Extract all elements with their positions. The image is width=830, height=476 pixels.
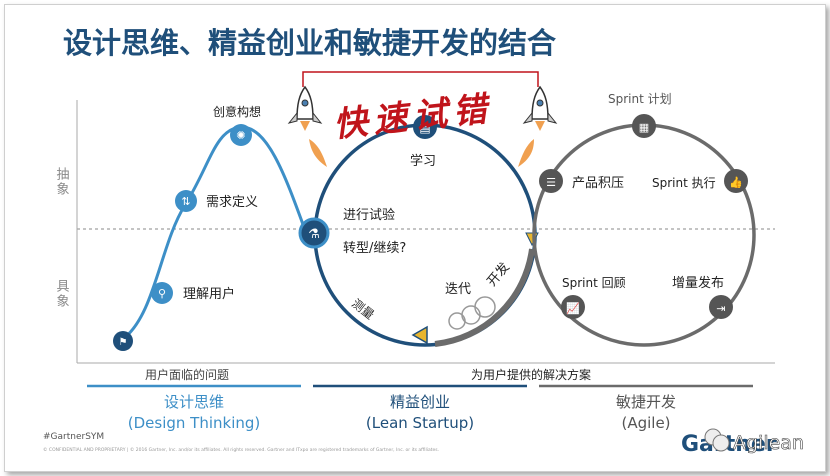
axis-label-concrete: 具象 (54, 279, 70, 309)
label-sprint-exec: Sprint 执行 (652, 176, 716, 190)
node-retro: 📈 (561, 295, 585, 319)
node-release: ⇥ (709, 295, 733, 319)
watermark: Agilean (704, 428, 804, 454)
lightbulb-icon: ✺ (236, 129, 245, 142)
split-arrows-icon: ⇅ (181, 195, 190, 208)
label-ls-en: (Lean Startup) (366, 414, 474, 432)
label-retro: Sprint 回顾 (562, 276, 626, 290)
node-backlog: ☰ (539, 169, 563, 193)
label-experiment: 进行试验 (343, 207, 395, 223)
pin-icon: ⚲ (158, 287, 166, 300)
label-backlog: 产品积压 (572, 176, 624, 191)
node-sprint-exec: 👍 (724, 169, 748, 193)
label-ls-cn: 精益创业 (390, 393, 450, 411)
node-experiment: ⚗ (298, 217, 330, 249)
label-ideation: 创意构想 (213, 104, 261, 119)
flask-icon: ⚗ (308, 227, 320, 242)
label-learn: 学习 (410, 153, 436, 169)
list-icon: ☰ (546, 176, 556, 189)
rocket-right-icon (518, 85, 558, 167)
label-develop: 开发 (484, 259, 513, 289)
node-learn: ▤ (413, 115, 437, 139)
watermark-text: Agilean (733, 432, 804, 454)
iteration-loops (448, 296, 496, 330)
label-user-solution: 为用户提供的解决方案 (471, 367, 591, 382)
node-start: ⚑ (113, 331, 133, 351)
footer-fine-print: © CONFIDENTIAL AND PROPRIETARY | © 2016 … (43, 446, 439, 453)
export-icon: ⇥ (716, 302, 725, 315)
node-define-needs: ⇅ (175, 190, 197, 212)
flag-icon: ⚑ (119, 337, 128, 348)
label-understand-users: 理解用户 (183, 286, 235, 302)
label-ag-en: (Agile) (621, 414, 670, 432)
label-iterate: 迭代 (445, 282, 471, 297)
label-define-needs: 需求定义 (206, 195, 258, 210)
arrow-marker-bottom (411, 325, 428, 345)
axis-label-abstract: 抽象 (54, 167, 70, 197)
label-release: 增量发布 (672, 275, 724, 291)
annotation-bracket (302, 71, 539, 87)
node-ideation: ✺ (230, 124, 252, 146)
clipboard-icon: ▦ (639, 121, 649, 134)
slide-frame: 设计思维、精益创业和敏捷开发的结合 抽象 具象 ⚲ 理解用户 ⇅ 需求定义 ✺ … (4, 4, 826, 472)
label-user-problem: 用户面临的问题 (145, 367, 229, 382)
annotation-rapid-trial: 快速试错 (332, 89, 495, 146)
label-pivot: 转型/继续? (343, 241, 406, 256)
label-dt-cn: 设计思维 (164, 393, 224, 411)
label-sprint-plan: Sprint 计划 (608, 92, 672, 106)
lean-develop-arc (434, 248, 535, 347)
book-icon: ▤ (419, 121, 430, 135)
diagram-canvas: 设计思维、精益创业和敏捷开发的结合 抽象 具象 ⚲ 理解用户 ⇅ 需求定义 ✺ … (43, 26, 804, 457)
node-understand-users: ⚲ (151, 282, 173, 304)
label-ag-cn: 敏捷开发 (616, 393, 676, 411)
rocket-left-icon (287, 85, 327, 167)
chart-icon: 📈 (566, 302, 580, 315)
thumbs-up-icon: 👍 (729, 176, 743, 189)
footer-hashtag: #GartnerSYM (43, 432, 104, 442)
label-dt-en: (Design Thinking) (128, 414, 261, 432)
node-sprint-plan: ▦ (632, 114, 656, 138)
design-thinking-curve (122, 125, 307, 341)
slide-title: 设计思维、精益创业和敏捷开发的结合 (63, 26, 556, 60)
